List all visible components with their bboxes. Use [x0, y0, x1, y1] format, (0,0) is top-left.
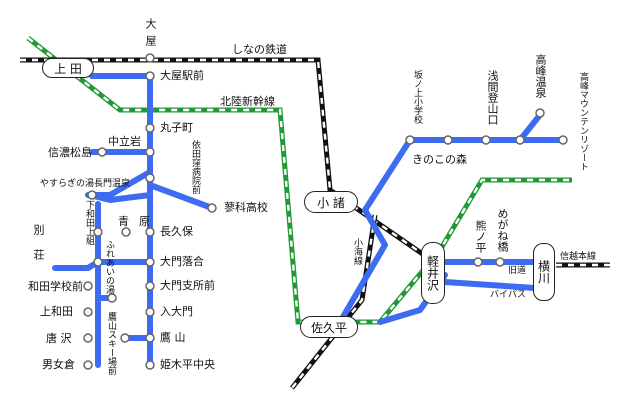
stop-shinano-matsushima: 信濃松島: [48, 146, 92, 159]
stop-iri-daimon: 入大門: [160, 305, 193, 318]
shinetsu-main-line-label: 信越本線: [560, 252, 597, 262]
stop-himekidaira: 姫木平中央: [160, 358, 215, 371]
stop-nagakubo: 長久保: [160, 225, 193, 238]
karuizawa-terminal: 軽井沢: [421, 242, 445, 304]
kyudo-label: 旧道: [508, 266, 527, 276]
stop-takayama: 鷹 山: [160, 331, 186, 344]
stop-yasuragi: やすらぎの湯長門温泉: [40, 179, 131, 189]
stop-markers: [83, 53, 568, 370]
stop-kamiwada: 上和田: [40, 305, 73, 318]
stop-marukocho: 丸子町: [160, 121, 193, 134]
hokuriku-shinkansen-label: 北陸新幹線: [220, 95, 275, 108]
koumi-line: [290, 214, 378, 390]
stop-oya-eki-mae: 大屋駅前: [160, 69, 204, 82]
stop-takamine-onsen: 高峰温泉: [534, 54, 547, 98]
stop-shimowada-kami: 下和田上組: [84, 200, 94, 245]
yokokawa-terminal: 横川: [533, 243, 555, 301]
stop-kumanotaira: 熊ノ平: [474, 220, 487, 253]
stop-bessho: 別荘: [32, 224, 45, 274]
stop-omegura: 男女倉: [42, 358, 75, 371]
stop-karasawa: 唐 沢: [46, 332, 72, 345]
stop-aohara: 青原: [118, 215, 160, 228]
bypass-label: バイパス: [490, 290, 526, 300]
stop-daimon-shishomae: 大門支所前: [160, 279, 215, 292]
stop-oya: 大屋: [144, 18, 157, 52]
ueda-terminal: 上 田: [42, 58, 94, 78]
stop-wada-gakko: 和田学校前: [28, 280, 83, 293]
stop-kinoko-no-mori: きのこの森: [412, 153, 467, 166]
saku-daira-terminal: 佐久平: [300, 316, 358, 338]
stop-nakatateiwa: 中立岩: [108, 135, 141, 148]
stop-yoda-kubo: 依田窪病院前: [190, 140, 200, 194]
komoro-terminal: 小 諸: [304, 191, 358, 213]
stop-tateshina-koko: 蓼科高校: [224, 201, 268, 214]
stop-fureai: ふれあいの湯: [104, 240, 114, 294]
stop-daimon-ochiai: 大門落合: [160, 255, 204, 268]
stop-meganebashi: めがね橋: [496, 208, 509, 252]
shinano-railway-label: しなの鉄道: [232, 43, 287, 56]
stop-takamine-resort: 高峰マウンテンリゾート: [578, 72, 588, 171]
shinano-railway-line: [20, 57, 442, 269]
koumi-line-label: 小海線: [352, 238, 362, 265]
stop-takayama-ski: 鷹山スキー場前: [106, 312, 116, 375]
stop-sakanoue: 坂ノ上小学校: [412, 70, 422, 124]
stop-asama-tozanguchi: 浅間登山口: [486, 70, 499, 125]
